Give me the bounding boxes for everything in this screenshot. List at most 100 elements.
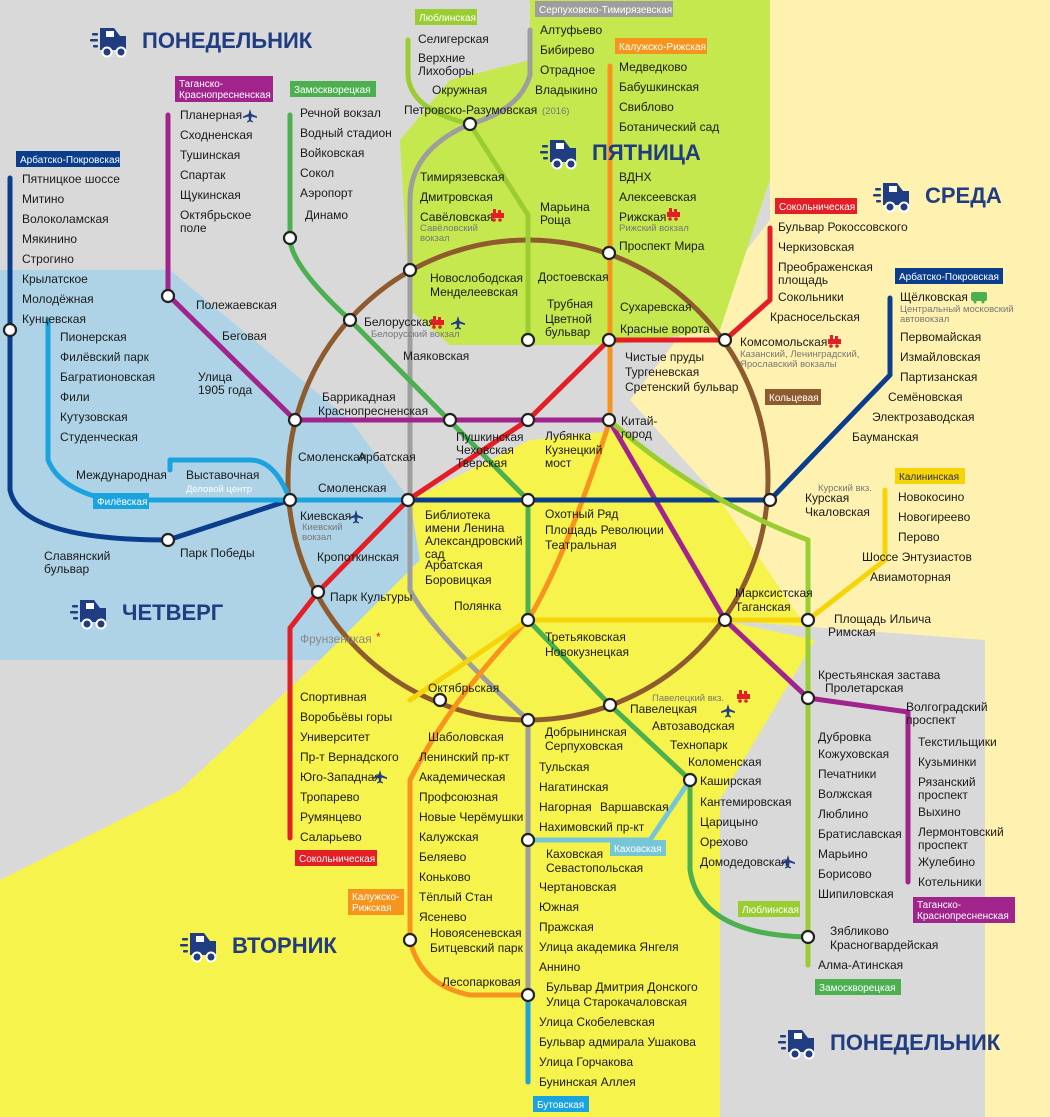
station-kakhovskaya: Каховская	[546, 847, 603, 861]
station-fili: Фили	[60, 390, 90, 404]
station-mayakovskaya: Маяковская	[403, 349, 469, 363]
station-krestyanskaya-zastava: Крестьянская застава	[818, 668, 941, 682]
station-novogireevo: Новогиреево	[898, 510, 971, 524]
station-vodny-stadion: Водный стадион	[300, 126, 392, 140]
station-lesoparkovaya: Лесопарковая	[442, 975, 521, 989]
zone-friday	[400, 0, 770, 345]
station-vdnkh: ВДНХ	[619, 170, 652, 184]
station-turgenevskaya: Тургеневская	[625, 365, 699, 379]
node-park-pobedy	[160, 532, 176, 548]
station-ploshchad-ilyicha: Площадь Ильича	[834, 612, 931, 626]
node-barrikadnaya	[287, 412, 303, 428]
station-pr-vernadskogo: Пр-т Вернадского	[300, 750, 399, 764]
station-cherkizovskaya: Черкизовская	[778, 240, 854, 254]
icons: *	[243, 109, 987, 869]
station-vladykino: Владыкино	[535, 83, 598, 97]
station-kantemirovskaya: Кантемировская	[700, 795, 792, 809]
node-taganskaya	[717, 612, 733, 628]
station-kolomenskaya: Коломенская	[688, 755, 761, 769]
line-filevskaya-branch	[167, 457, 293, 503]
node-kakhovskaya	[520, 832, 536, 848]
badge-lyublinskaya-top: Люблинская	[419, 12, 476, 24]
station-savelovskaya: Савёловская	[420, 210, 493, 224]
station-akademicheskaya: Академическая	[419, 770, 505, 784]
node-bulvar-donskogo	[520, 987, 536, 1003]
station-kuzminki: Кузьминки	[918, 755, 976, 769]
station-aviamotornaya: Авиамоторная	[870, 570, 951, 584]
station-tekhnopark: Технопарк	[670, 738, 728, 752]
station-rizhskaya: Рижская	[619, 210, 666, 224]
node-novoyasenevskaya	[402, 932, 418, 948]
station-tekstilshchiki: Текстильщики	[918, 735, 997, 749]
station-elektrozavodskaya: Электрозаводская	[872, 410, 975, 424]
station-alekseevskaya: Алексеевская	[619, 190, 696, 204]
station-leninsky-prospekt: Ленинский пр-кт	[419, 750, 510, 764]
station-belyaevo: Беляево	[419, 850, 467, 864]
station-chertanovskaya: Чертановская	[539, 880, 616, 894]
station-krasnye-vorota: Красные ворота	[620, 322, 710, 336]
station-rumyantsevo: Румянцево	[300, 810, 362, 824]
station-molodezhnaya: Молодёжная	[22, 292, 94, 306]
station-krylatskoe: Крылатское	[22, 272, 88, 286]
station-novye-cheryomushki: Новые Черёмушки	[419, 810, 523, 824]
station-bratislavskaya: Братиславская	[818, 827, 902, 841]
station-planernaya: Планерная	[180, 108, 242, 122]
zone-monday-se	[720, 620, 985, 1117]
station-botanichesky-sad: Ботанический сад	[619, 120, 719, 134]
badge-sokol-bottom: Сокольническая	[299, 854, 375, 865]
node-park-kultury	[310, 584, 326, 600]
day-monday-top: ПОНЕДЕЛЬНИК	[142, 28, 313, 53]
node-prospekt-mira	[601, 245, 617, 261]
station-ul-gorchakova: Улица Горчакова	[539, 1055, 633, 1069]
station-semenovskaya: Семёновская	[888, 390, 963, 404]
node-polezhaevskaya	[160, 288, 176, 304]
node-oktyabrskaya	[432, 692, 448, 708]
node-belorusskaya	[342, 312, 358, 328]
station-bagrationovskaya: Багратионовская	[60, 370, 155, 384]
station-baumanskaya: Бауманская	[852, 430, 919, 444]
station-novoslobodskaya: Новослободская	[430, 271, 523, 285]
station-okruzhnaya: Окружная	[432, 83, 487, 97]
station-zhulebino: Жулебино	[918, 855, 975, 869]
badge-serp-tim: Серпуховско-Тимирязевская	[539, 5, 672, 16]
badge-arb-pokr-right: Арбатско-Покровская	[899, 271, 999, 283]
station-avtozavodskaya: Автозаводская	[652, 719, 735, 733]
station-kotelniki: Котельники	[918, 875, 982, 889]
badge-lyublinskaya-bottom: Люблинская	[742, 904, 799, 916]
station-vorobyovy-gory: Воробьёвы горы	[300, 710, 392, 724]
station-pushkinskaya: Пушкинская	[456, 430, 524, 444]
station-rimskaya: Римская	[828, 625, 876, 639]
station-krasnoselskaya: Красносельская	[770, 310, 860, 324]
station-shchelkovskaya: Щёлковская	[900, 290, 968, 304]
station-skhodnenskaya: Сходненская	[180, 128, 253, 142]
station-smolenskaya-fil: Смоленская	[298, 450, 366, 464]
station-shchukinskaya: Щукинская	[180, 188, 241, 202]
station-volokolamskaya: Волоколамская	[22, 212, 109, 226]
station-tretyakovskaya: Третьяковская	[545, 630, 626, 644]
station-arbatskaya: Арбатская	[425, 558, 483, 572]
day-thursday: ЧЕТВЕРГ	[122, 600, 224, 625]
badge-zamosk-bottom: Замоскворецкая	[819, 983, 896, 994]
line-arb-pokr	[7, 175, 893, 543]
station-nagatinskaya: Нагатинская	[539, 780, 608, 794]
station-universitet: Университет	[300, 730, 370, 744]
badge-filevskaya: Филёвская	[97, 497, 147, 508]
station-dinamo: Динамо	[305, 208, 348, 222]
station-ploshchad-revolyutsii: Площадь Революции	[545, 523, 664, 537]
station-kozhukhovskaya: Кожуховская	[818, 747, 889, 761]
station-medvedkovo: Медведково	[619, 60, 687, 74]
station-vykhino: Выхино	[918, 805, 961, 819]
station-kutuzovskaya: Кутузовская	[60, 410, 128, 424]
station-profsoyuznaya: Профсоюзная	[419, 790, 498, 804]
station-partizanskaya: Партизанская	[900, 370, 977, 384]
station-lubyanka: Лубянка	[545, 429, 591, 443]
node-kitay-gorod	[601, 412, 617, 428]
station-shipilovskaya: Шипиловская	[818, 887, 894, 901]
station-kashirskaya: Каширская	[700, 774, 761, 788]
station-taganskaya: Таганская	[735, 600, 791, 614]
station-mezhdunarodnaya: Международная	[76, 468, 167, 482]
